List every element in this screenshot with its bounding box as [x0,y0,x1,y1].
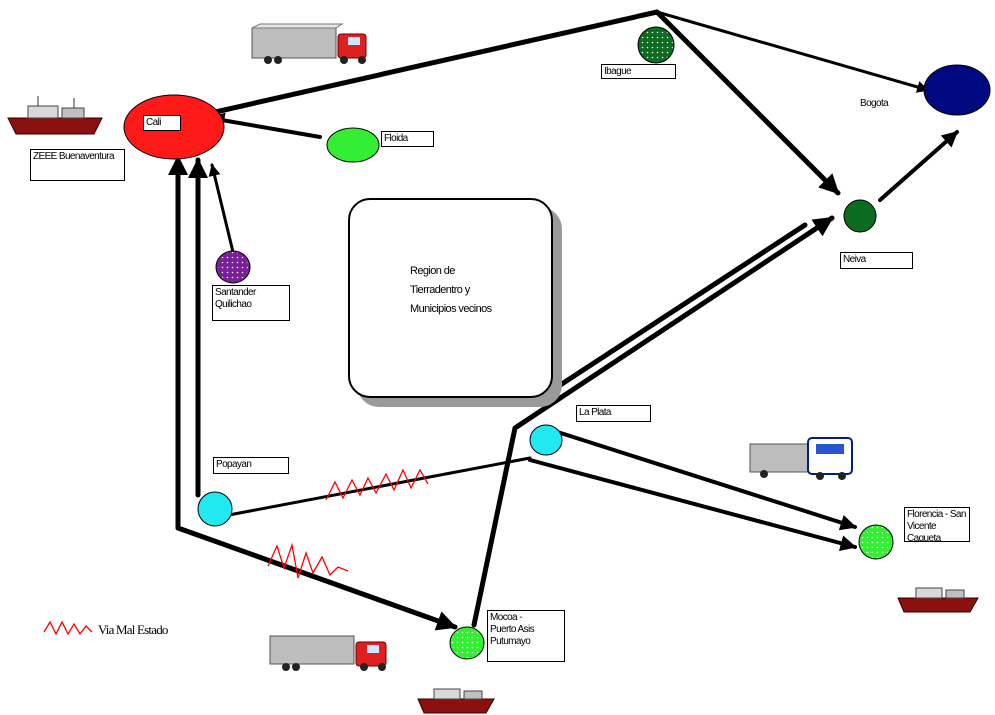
legend: Via Mal Estado [42,619,168,641]
region-label: Region de Tierradentro y Municipios veci… [410,265,492,315]
legend-bad-road-icon [43,620,93,636]
truck-icon [269,635,387,671]
node-la-plata[interactable] [529,424,563,456]
bad-road-marker-2 [267,542,349,579]
label-la-plata: La Plata [576,405,651,422]
label-bogota: Bogota [860,98,889,109]
ship-icon [897,587,979,613]
region-box: Region de Tierradentro y Municipios veci… [348,198,553,398]
route-popayan-laplata [211,456,532,520]
route-santander-to-cali [208,163,235,254]
label-santander: Santander Quilichao [212,285,290,321]
label-mocoa: Mocoa - Puerto Asis Putumayo [487,610,565,662]
label-ibague: Ibague [601,64,676,79]
routes [168,9,959,631]
truck-icon [749,437,853,480]
route-laplata-to-florencia-b [528,458,857,552]
node-neiva[interactable] [843,199,877,233]
node-dot-textures [218,28,892,658]
route-hub-to-neiva [654,9,841,196]
label-cali: Cali [143,115,181,131]
route-florida-to-cali [208,112,322,139]
route-laplata-to-neiva [542,222,808,398]
route-neiva-to-bogota [878,130,959,202]
label-buenaventura: ZEEE Buenaventura [30,149,125,181]
route-hub-to-mocoa [175,525,458,631]
node-bogota[interactable] [923,64,991,116]
label-florencia: Florencia - San Vicente Caqueta [904,507,970,542]
ship-icon [7,96,103,135]
truck-icon [251,23,367,64]
route-mocoa-to-neiva [471,215,835,628]
route-hub-to-bogota [655,10,930,93]
nodes [123,26,991,660]
node-popayan[interactable] [197,491,233,527]
route-laplata-to-florencia-a [543,426,857,531]
label-popayan: Popayan [213,457,289,474]
bad-road-marker-1 [325,468,429,501]
label-florida: Floida [381,131,434,147]
legend-label: Via Mal Estado [98,622,168,637]
route-bogota-hub-to-cali [177,9,660,126]
node-florida[interactable] [326,127,380,163]
label-neiva: Neiva [840,252,913,269]
ship-icon [417,688,495,714]
